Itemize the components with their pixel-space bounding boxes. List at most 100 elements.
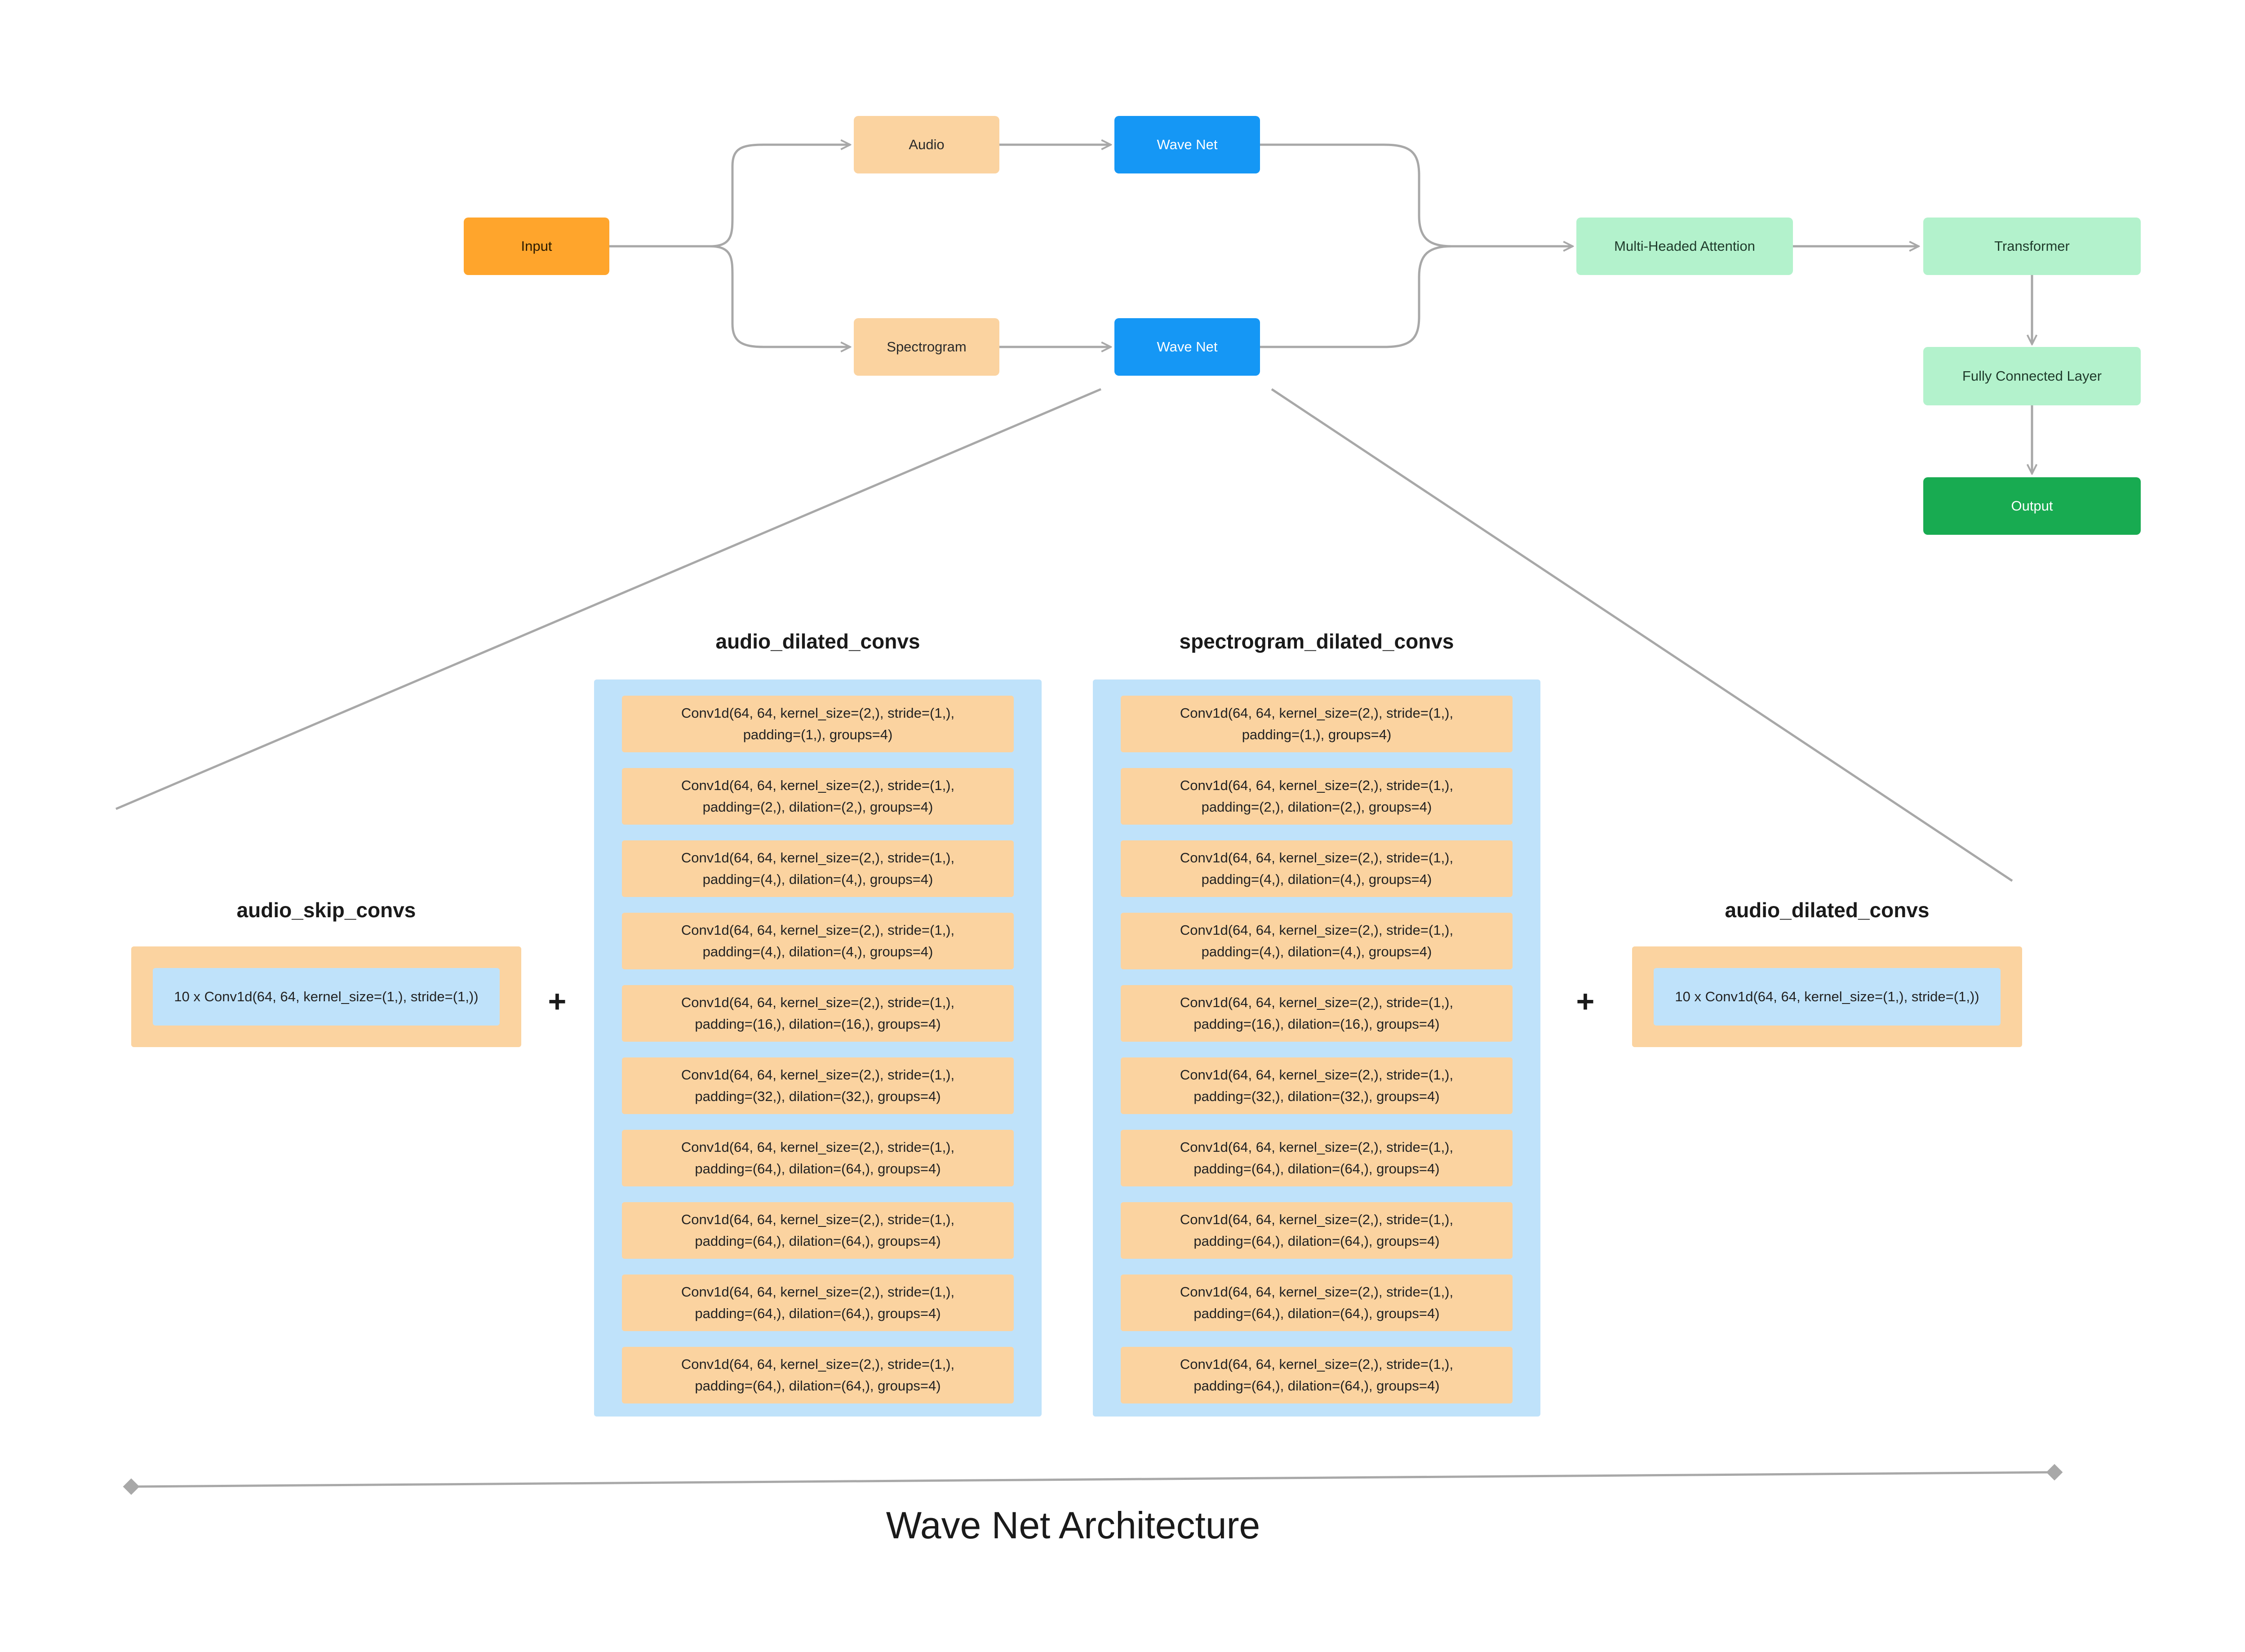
conv-line: Conv1d(64, 64, kernel_size=(2,), stride=… <box>681 922 955 938</box>
conv-line: Conv1d(64, 64, kernel_size=(2,), stride=… <box>1180 1356 1454 1372</box>
output-node: Output <box>1923 477 2141 535</box>
spectrogram-dilated-convs-stack: Conv1d(64, 64, kernel_size=(2,), stride=… <box>1093 679 1540 1417</box>
conv-line: padding=(64,), dilation=(64,), groups=4) <box>1193 1306 1440 1321</box>
audio-conv-layer: Conv1d(64, 64, kernel_size=(2,), stride=… <box>622 1202 1014 1259</box>
spectrogram-conv-layer-text: Conv1d(64, 64, kernel_size=(2,), stride=… <box>1180 1354 1453 1397</box>
wavenet-top-node: Wave Net <box>1114 116 1260 173</box>
spectrogram-conv-layer-text: Conv1d(64, 64, kernel_size=(2,), stride=… <box>1180 919 1453 963</box>
edge-split-audio <box>710 145 850 248</box>
axis-end-left <box>123 1478 140 1495</box>
audio-conv-layer: Conv1d(64, 64, kernel_size=(2,), stride=… <box>622 1057 1014 1114</box>
axis-end-right <box>2046 1464 2063 1481</box>
conv-line: padding=(1,), groups=4) <box>743 727 893 742</box>
conv-line: Conv1d(64, 64, kernel_size=(2,), stride=… <box>1180 995 1454 1010</box>
caption-axis-line <box>131 1471 2055 1488</box>
edge-wavenet-top-merge <box>1260 143 1452 248</box>
conv-line: padding=(16,), dilation=(16,), groups=4) <box>695 1016 941 1032</box>
spectrogram-dilated-convs-title: spectrogram_dilated_convs <box>1179 630 1454 653</box>
audio-conv-layer-text: Conv1d(64, 64, kernel_size=(2,), stride=… <box>681 1354 954 1397</box>
spectrogram-conv-layer: Conv1d(64, 64, kernel_size=(2,), stride=… <box>1121 840 1513 897</box>
conv-line: Conv1d(64, 64, kernel_size=(2,), stride=… <box>681 777 955 793</box>
conv-line: Conv1d(64, 64, kernel_size=(2,), stride=… <box>681 705 955 721</box>
spectrogram-conv-layer: Conv1d(64, 64, kernel_size=(2,), stride=… <box>1121 913 1513 969</box>
diagram-caption: Wave Net Architecture <box>886 1504 1260 1546</box>
audio-conv-layer-text: Conv1d(64, 64, kernel_size=(2,), stride=… <box>681 1137 954 1180</box>
spectrogram-conv-layer-text: Conv1d(64, 64, kernel_size=(2,), stride=… <box>1180 1064 1453 1107</box>
conv-line: Conv1d(64, 64, kernel_size=(2,), stride=… <box>681 995 955 1010</box>
conv-line: padding=(2,), dilation=(2,), groups=4) <box>1201 799 1432 815</box>
conv-line: padding=(2,), dilation=(2,), groups=4) <box>702 799 933 815</box>
edge-wavenet-bottom-merge <box>1260 245 1452 348</box>
spectrogram-conv-layer-text: Conv1d(64, 64, kernel_size=(2,), stride=… <box>1180 1137 1453 1180</box>
audio-node: Audio <box>854 116 999 173</box>
audio-conv-layer-text: Conv1d(64, 64, kernel_size=(2,), stride=… <box>681 1281 954 1324</box>
audio-conv-layer: Conv1d(64, 64, kernel_size=(2,), stride=… <box>622 696 1014 752</box>
conv-line: Conv1d(64, 64, kernel_size=(2,), stride=… <box>1180 1067 1454 1083</box>
conv-line: Conv1d(64, 64, kernel_size=(2,), stride=… <box>1180 922 1454 938</box>
spectrogram-conv-layer: Conv1d(64, 64, kernel_size=(2,), stride=… <box>1121 768 1513 825</box>
conv-line: Conv1d(64, 64, kernel_size=(2,), stride=… <box>681 1356 955 1372</box>
edge-split-spectrogram <box>710 245 850 347</box>
audio-skip-convs-title: audio_skip_convs <box>236 898 416 922</box>
spectrogram-conv-layer-text: Conv1d(64, 64, kernel_size=(2,), stride=… <box>1180 847 1453 890</box>
spectrogram-conv-layer: Conv1d(64, 64, kernel_size=(2,), stride=… <box>1121 1057 1513 1114</box>
audio-conv-layer-text: Conv1d(64, 64, kernel_size=(2,), stride=… <box>681 1064 954 1107</box>
audio-skip-convs-block: 10 x Conv1d(64, 64, kernel_size=(1,), st… <box>131 946 521 1047</box>
conv-line: padding=(32,), dilation=(32,), groups=4) <box>695 1088 941 1104</box>
transformer-node: Transformer <box>1923 218 2141 275</box>
fully-connected-node: Fully Connected Layer <box>1923 347 2141 405</box>
conv-line: Conv1d(64, 64, kernel_size=(2,), stride=… <box>681 1067 955 1083</box>
audio-conv-layer-text: Conv1d(64, 64, kernel_size=(2,), stride=… <box>681 1209 954 1252</box>
conv-line: Conv1d(64, 64, kernel_size=(2,), stride=… <box>1180 1139 1454 1155</box>
audio-conv-layer: Conv1d(64, 64, kernel_size=(2,), stride=… <box>622 1275 1014 1331</box>
conv-line: padding=(64,), dilation=(64,), groups=4) <box>1193 1233 1440 1249</box>
right-audio-dilated-convs-title: audio_dilated_convs <box>1725 898 1930 922</box>
spectrogram-conv-layer-text: Conv1d(64, 64, kernel_size=(2,), stride=… <box>1180 1281 1453 1324</box>
audio-conv-layer: Conv1d(64, 64, kernel_size=(2,), stride=… <box>622 1347 1014 1403</box>
conv-line: padding=(4,), dilation=(4,), groups=4) <box>1201 944 1432 959</box>
conv-line: padding=(32,), dilation=(32,), groups=4) <box>1193 1088 1440 1104</box>
spectrogram-conv-layer-text: Conv1d(64, 64, kernel_size=(2,), stride=… <box>1180 992 1453 1035</box>
spectrogram-conv-layer: Conv1d(64, 64, kernel_size=(2,), stride=… <box>1121 1202 1513 1259</box>
conv-line: Conv1d(64, 64, kernel_size=(2,), stride=… <box>681 1139 955 1155</box>
audio-conv-layer-text: Conv1d(64, 64, kernel_size=(2,), stride=… <box>681 702 954 746</box>
audio-dilated-convs-title: audio_dilated_convs <box>715 630 920 653</box>
right-audio-dilated-convs-content: 10 x Conv1d(64, 64, kernel_size=(1,), st… <box>1654 968 2001 1026</box>
audio-conv-layer-text: Conv1d(64, 64, kernel_size=(2,), stride=… <box>681 919 954 963</box>
conv-line: Conv1d(64, 64, kernel_size=(2,), stride=… <box>681 1284 955 1300</box>
conv-line: Conv1d(64, 64, kernel_size=(2,), stride=… <box>681 1212 955 1227</box>
conv-line: padding=(64,), dilation=(64,), groups=4) <box>1193 1378 1440 1394</box>
spectrogram-node: Spectrogram <box>854 318 999 376</box>
conv-line: padding=(64,), dilation=(64,), groups=4) <box>1193 1161 1440 1177</box>
audio-dilated-convs-stack: Conv1d(64, 64, kernel_size=(2,), stride=… <box>594 679 1042 1417</box>
conv-line: Conv1d(64, 64, kernel_size=(2,), stride=… <box>1180 1284 1454 1300</box>
zoom-line-right <box>1271 388 2013 882</box>
spectrogram-conv-layer-text: Conv1d(64, 64, kernel_size=(2,), stride=… <box>1180 1209 1453 1252</box>
conv-line: padding=(64,), dilation=(64,), groups=4) <box>695 1306 941 1321</box>
conv-line: padding=(4,), dilation=(4,), groups=4) <box>702 871 933 887</box>
conv-line: padding=(64,), dilation=(64,), groups=4) <box>695 1233 941 1249</box>
spectrogram-conv-layer: Conv1d(64, 64, kernel_size=(2,), stride=… <box>1121 1347 1513 1403</box>
input-node: Input <box>464 218 609 275</box>
zoom-line-left <box>115 388 1101 810</box>
plus-sign-left: + <box>548 984 567 1019</box>
conv-line: Conv1d(64, 64, kernel_size=(2,), stride=… <box>1180 1212 1454 1227</box>
audio-conv-layer: Conv1d(64, 64, kernel_size=(2,), stride=… <box>622 768 1014 825</box>
audio-conv-layer: Conv1d(64, 64, kernel_size=(2,), stride=… <box>622 1130 1014 1186</box>
wavenet-bottom-node: Wave Net <box>1114 318 1260 376</box>
spectrogram-conv-layer: Conv1d(64, 64, kernel_size=(2,), stride=… <box>1121 696 1513 752</box>
conv-line: padding=(16,), dilation=(16,), groups=4) <box>1193 1016 1440 1032</box>
conv-line: padding=(4,), dilation=(4,), groups=4) <box>1201 871 1432 887</box>
attention-node: Multi-Headed Attention <box>1576 218 1793 275</box>
conv-line: Conv1d(64, 64, kernel_size=(2,), stride=… <box>1180 705 1454 721</box>
audio-conv-layer-text: Conv1d(64, 64, kernel_size=(2,), stride=… <box>681 992 954 1035</box>
audio-skip-convs-content: 10 x Conv1d(64, 64, kernel_size=(1,), st… <box>153 968 500 1026</box>
spectrogram-conv-layer: Conv1d(64, 64, kernel_size=(2,), stride=… <box>1121 985 1513 1042</box>
conv-line: padding=(64,), dilation=(64,), groups=4) <box>695 1378 941 1394</box>
conv-line: padding=(64,), dilation=(64,), groups=4) <box>695 1161 941 1177</box>
spectrogram-conv-layer: Conv1d(64, 64, kernel_size=(2,), stride=… <box>1121 1275 1513 1331</box>
conv-line: padding=(1,), groups=4) <box>1242 727 1392 742</box>
plus-sign-right: + <box>1576 984 1595 1019</box>
audio-conv-layer: Conv1d(64, 64, kernel_size=(2,), stride=… <box>622 985 1014 1042</box>
